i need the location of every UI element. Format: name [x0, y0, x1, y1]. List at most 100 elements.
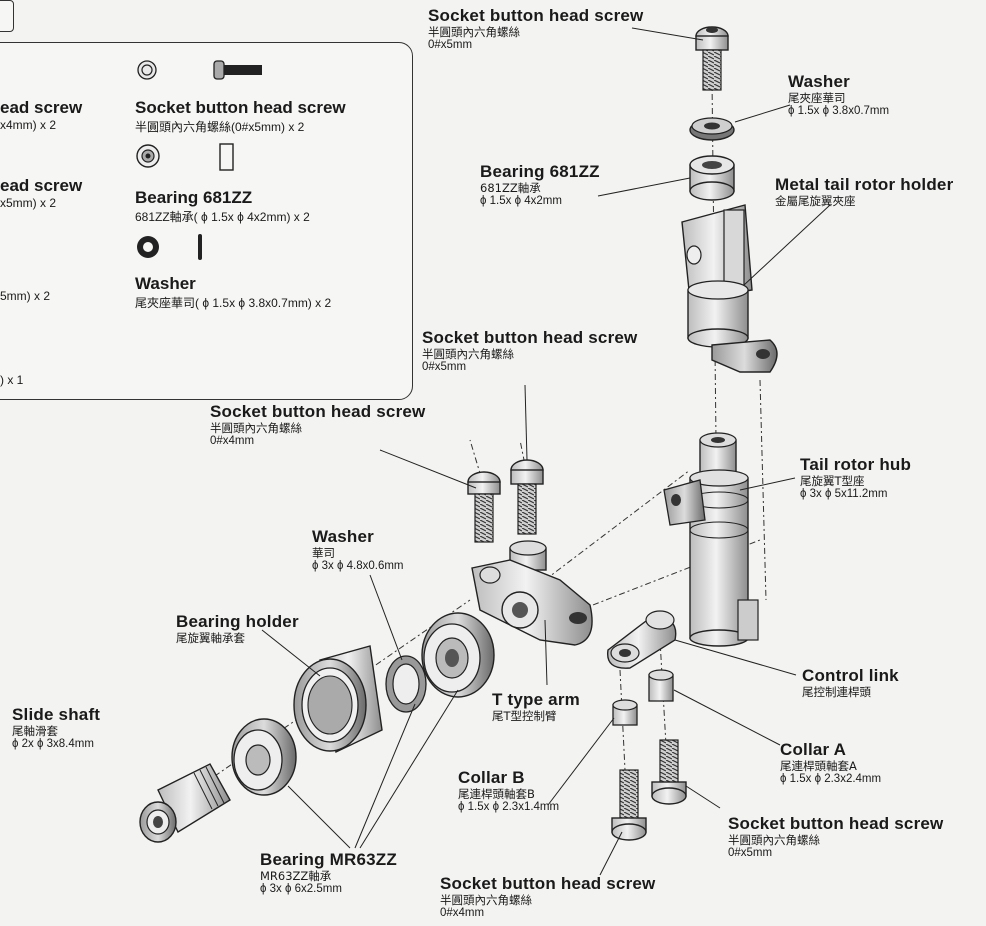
legend-item-spec: x4mm) x 2: [0, 118, 57, 132]
parts-legend-panel: [0, 42, 413, 400]
label-dim: ϕ 1.5x ϕ 4x2mm: [480, 194, 562, 207]
legend-item-spec: 半圓頭內六角螺絲(0#x5mm) x 2: [135, 120, 305, 134]
bearing-side-icon: [219, 143, 234, 171]
label-title: Socket button head screw: [428, 6, 644, 25]
label-sub: MR63ZZ軸承: [260, 868, 332, 883]
label-sub: 尾連桿頭軸套B: [458, 786, 535, 801]
label-t-arm: T type arm 尾T型控制臂: [492, 690, 580, 723]
label-dim: 0#x5mm: [728, 846, 773, 859]
legend-item-title: ead screw: [0, 176, 83, 195]
label-dim: ϕ 2x ϕ 3x8.4mm: [12, 737, 94, 750]
legend-item-bearing-681: Bearing 681ZZ 681ZZ軸承( ϕ 1.5x ϕ 4x2mm) x…: [135, 188, 310, 225]
label-title: Socket button head screw: [210, 402, 426, 421]
screw-bottom-part: [611, 769, 647, 841]
legend-item-spec: 681ZZ軸承( ϕ 1.5x ϕ 4x2mm) x 2: [135, 210, 310, 224]
label-sub: 半圓頭內六角螺絲: [428, 24, 520, 39]
label-title: Socket button head screw: [728, 814, 944, 833]
legend-item-washer: Washer 尾夾座華司( ϕ 1.5x ϕ 3.8x0.7mm) x 2: [135, 274, 331, 311]
label-washer-top: Washer 尾夾座華司 ϕ 1.5x ϕ 3.8x0.7mm: [788, 72, 889, 118]
label-sub: 尾夾座華司: [788, 90, 846, 105]
label-title: Socket button head screw: [440, 874, 656, 893]
label-tail-hub: Tail rotor hub 尾旋翼T型座 ϕ 3x ϕ 5x11.2mm: [800, 455, 911, 501]
label-dim: 0#x4mm: [210, 434, 255, 447]
label-title: Tail rotor hub: [800, 455, 912, 474]
label-dim: 0#x4mm: [440, 906, 485, 919]
legend-item-title: Socket button head screw: [135, 98, 346, 117]
label-dim: ϕ 1.5x ϕ 2.3x1.4mm: [458, 800, 560, 813]
label-title: T type arm: [492, 690, 580, 709]
screw-mid-left-part: [467, 471, 501, 543]
label-sub: 華司: [312, 545, 335, 560]
legend-item-spec: ) x 1: [0, 373, 24, 387]
label-slide-shaft: Slide shaft 尾軸滑套 ϕ 2x ϕ 3x8.4mm: [12, 705, 100, 751]
label-collar-b: Collar B 尾連桿頭軸套B ϕ 1.5x ϕ 2.3x1.4mm: [458, 768, 559, 814]
label-sub: 681ZZ軸承: [480, 180, 541, 195]
label-bearing-681: Bearing 681ZZ 681ZZ軸承 ϕ 1.5x ϕ 4x2mm: [480, 162, 600, 208]
slide-shaft-part: [139, 763, 231, 843]
label-dim: ϕ 1.5x ϕ 3.8x0.7mm: [788, 104, 890, 117]
label-collar-a: Collar A 尾連桿頭軸套A ϕ 1.5x ϕ 2.3x2.4mm: [780, 740, 881, 786]
legend-item-socket-screw: Socket button head screw 半圓頭內六角螺絲(0#x5mm…: [135, 98, 346, 135]
label-title: Socket button head screw: [422, 328, 638, 347]
label-title: Metal tail rotor holder: [775, 175, 954, 194]
label-sub: 尾旋翼軸承套: [176, 630, 245, 645]
label-sub: 尾控制連桿頭: [802, 684, 871, 699]
bearing-mr63-upper-part: [421, 612, 495, 698]
screw-mid-right-part: [510, 459, 544, 535]
legend-tab: [0, 0, 14, 32]
legend-item-screw-4mm: ead screw x4mm) x 2: [0, 98, 82, 132]
screw-head-icon: [137, 60, 157, 80]
legend-item-title: Washer: [135, 274, 196, 293]
legend-item-truncated-a: 5mm) x 2: [0, 289, 50, 303]
screw-side-icon: [213, 60, 262, 80]
label-screw-4mm: Socket button head screw 半圓頭內六角螺絲 0#x4mm: [210, 402, 425, 448]
label-title: Washer: [312, 527, 374, 546]
label-bearing-mr63: Bearing MR63ZZ MR63ZZ軸承 ϕ 3x ϕ 6x2.5mm: [260, 850, 397, 896]
label-dim: ϕ 3x ϕ 4.8x0.6mm: [312, 559, 404, 572]
label-title: Bearing holder: [176, 612, 299, 631]
label-title: Control link: [802, 666, 899, 685]
control-link-part: [606, 610, 677, 669]
washer-face-icon: [137, 236, 159, 258]
label-control-link: Control link 尾控制連桿頭: [802, 666, 899, 699]
label-sub: 半圓頭內六角螺絲: [422, 346, 514, 361]
legend-item-spec: 5mm) x 2: [0, 289, 51, 303]
label-bearing-holder: Bearing holder 尾旋翼軸承套: [176, 612, 299, 645]
label-screw-mid: Socket button head screw 半圓頭內六角螺絲 0#x5mm: [422, 328, 637, 374]
leader-lines: [261, 27, 831, 876]
label-sub: 金屬尾旋翼夾座: [775, 193, 856, 208]
label-dim: ϕ 3x ϕ 6x2.5mm: [260, 882, 342, 895]
label-screw-bottom-right: Socket button head screw 半圓頭內六角螺絲 0#x5mm: [728, 814, 943, 860]
washer-side-icon: [198, 234, 202, 260]
label-dim: ϕ 3x ϕ 5x11.2mm: [800, 487, 888, 500]
label-sub: 尾軸滑套: [12, 723, 58, 738]
label-dim: 0#x5mm: [422, 360, 467, 373]
label-title: Washer: [788, 72, 850, 91]
label-screw-top: Socket button head screw 半圓頭內六角螺絲 0#x5mm: [428, 6, 643, 52]
bearing-mr63-lower-part: [231, 718, 297, 796]
legend-item-spec: x5mm) x 2: [0, 196, 57, 210]
screw-bottom-right-part: [651, 739, 687, 805]
label-washer-mid: Washer 華司 ϕ 3x ϕ 4.8x0.6mm: [312, 527, 404, 573]
collar-b-part: [612, 699, 638, 726]
t-type-arm-part: [471, 540, 593, 646]
label-metal-holder: Metal tail rotor holder 金屬尾旋翼夾座: [775, 175, 953, 208]
label-dim: ϕ 1.5x ϕ 2.3x2.4mm: [780, 772, 882, 785]
legend-item-title: Bearing 681ZZ: [135, 188, 253, 207]
bearing-holder-part: [293, 645, 383, 754]
collar-a-part: [648, 669, 674, 702]
label-sub: 半圓頭內六角螺絲: [440, 892, 532, 907]
label-screw-bottom: Socket button head screw 半圓頭內六角螺絲 0#x4mm: [440, 874, 655, 920]
label-sub: 半圓頭內六角螺絲: [728, 832, 820, 847]
legend-item-screw-5mm: ead screw x5mm) x 2: [0, 176, 82, 210]
label-dim: 0#x5mm: [428, 38, 473, 51]
label-title: Slide shaft: [12, 705, 101, 724]
washer-mid-part: [385, 655, 427, 713]
tail-rotor-hub-part: [663, 432, 759, 647]
metal-tail-rotor-holder-part: [681, 204, 778, 373]
washer-top-part: [689, 117, 735, 141]
bearing-face-icon: [136, 144, 160, 168]
label-title: Bearing MR63ZZ: [260, 850, 397, 869]
legend-item-truncated-b: ) x 1: [0, 373, 23, 387]
